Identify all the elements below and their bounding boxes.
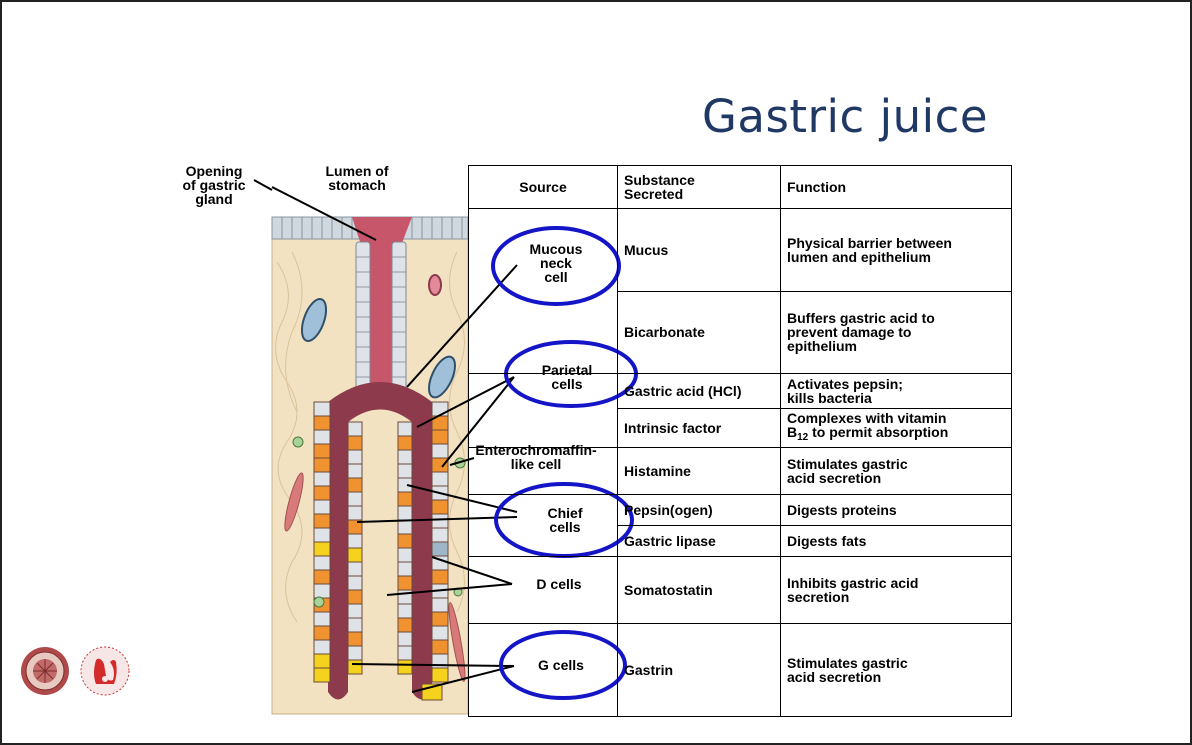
function-line: Activates pepsin;	[787, 377, 1005, 391]
function-line: Stimulates gastric	[787, 457, 1005, 471]
table-header-row: Source Substance Secreted Function	[469, 166, 1012, 209]
label-line: of gastric	[164, 178, 264, 192]
function-line: Complexes with vitamin	[787, 411, 1005, 425]
substance-cell: Gastric acid (HCl)	[618, 374, 781, 409]
function-line: prevent damage to	[787, 325, 1005, 339]
label-line: Lumen of	[302, 164, 412, 178]
substance-cell: Mucus	[618, 209, 781, 292]
subscript-text: 12	[797, 432, 808, 443]
function-cell: Digests proteins	[781, 495, 1012, 526]
header-line: Substance	[624, 173, 774, 187]
function-line: Digests proteins	[787, 503, 1005, 517]
function-cell: Buffers gastric acid to prevent damage t…	[781, 291, 1012, 374]
function-cell: Digests fats	[781, 526, 1012, 557]
function-cell: Activates pepsin; kills bacteria	[781, 374, 1012, 409]
substance-cell: Bicarbonate	[618, 291, 781, 374]
table-row: Histamine Stimulates gastric acid secret…	[469, 448, 1012, 495]
function-line: secretion	[787, 590, 1005, 604]
label-line: stomach	[302, 178, 412, 192]
substance-cell: Gastrin	[618, 624, 781, 717]
substance-cell: Pepsin(ogen)	[618, 495, 781, 526]
function-line: Buffers gastric acid to	[787, 311, 1005, 325]
function-line: Stimulates gastric	[787, 656, 1005, 670]
label-lumen-of-stomach: Lumen of stomach	[302, 164, 412, 192]
source-cell-mucous	[469, 209, 618, 374]
table-row: Gastrin Stimulates gastric acid secretio…	[469, 624, 1012, 717]
label-line: gland	[164, 192, 264, 206]
function-text: B	[787, 424, 797, 440]
header-line: Secreted	[624, 187, 774, 201]
source-cell-entero	[469, 448, 618, 495]
function-cell: Stimulates gastric acid secretion	[781, 624, 1012, 717]
table-row: Gastric acid (HCl) Activates pepsin; kil…	[469, 374, 1012, 409]
source-cell-d	[469, 557, 618, 624]
function-line: B12 to permit absorption	[787, 425, 1005, 445]
substance-cell: Somatostatin	[618, 557, 781, 624]
label-opening-of-gastric-gland: Opening of gastric gland	[164, 164, 264, 206]
function-cell: Stimulates gastric acid secretion	[781, 448, 1012, 495]
function-cell: Inhibits gastric acid secretion	[781, 557, 1012, 624]
function-cell: Complexes with vitamin B12 to permit abs…	[781, 409, 1012, 448]
function-line: kills bacteria	[787, 391, 1005, 405]
university-seal-icon	[20, 646, 70, 696]
source-cell-chief	[469, 495, 618, 557]
faculty-pelican-logo-icon	[80, 646, 130, 696]
header-substance: Substance Secreted	[618, 166, 781, 209]
table-row: Pepsin(ogen) Digests proteins	[469, 495, 1012, 526]
function-line: Digests fats	[787, 534, 1005, 548]
gastric-secretions-table: Source Substance Secreted Function Mucus…	[468, 165, 1012, 717]
substance-cell: Histamine	[618, 448, 781, 495]
function-line: epithelium	[787, 339, 1005, 353]
table-row: Somatostatin Inhibits gastric acid secre…	[469, 557, 1012, 624]
function-line: Inhibits gastric acid	[787, 576, 1005, 590]
substance-cell: Gastric lipase	[618, 526, 781, 557]
function-line: lumen and epithelium	[787, 250, 1005, 264]
source-cell-g	[469, 624, 618, 717]
function-line: Physical barrier between	[787, 236, 1005, 250]
function-line: acid secretion	[787, 670, 1005, 684]
table-row: Mucus Physical barrier between lumen and…	[469, 209, 1012, 292]
header-source: Source	[469, 166, 618, 209]
function-line: acid secretion	[787, 471, 1005, 485]
substance-cell: Intrinsic factor	[618, 409, 781, 448]
function-cell: Physical barrier between lumen and epith…	[781, 209, 1012, 292]
source-cell-parietal	[469, 374, 618, 448]
header-function: Function	[781, 166, 1012, 209]
label-line: Opening	[164, 164, 264, 178]
function-text: to permit absorption	[808, 424, 948, 440]
